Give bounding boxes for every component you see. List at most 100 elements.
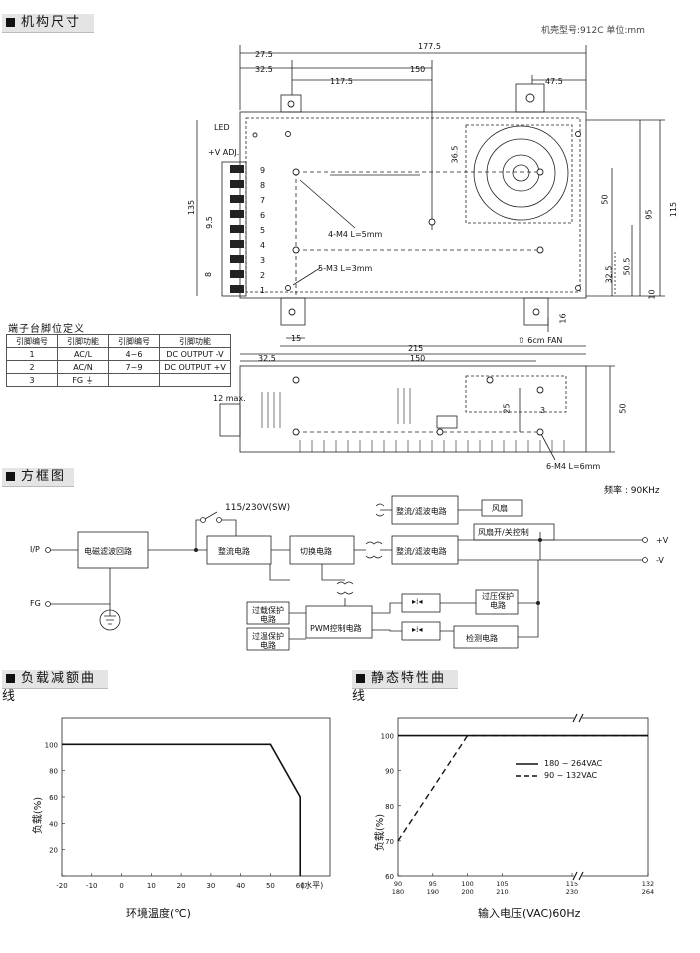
dim-150-side: 150 [410,354,426,363]
x-tick-label: 210 [496,888,508,896]
dim-9-5: 9.5 [204,216,214,229]
dim-36-5: 36.5 [450,145,460,164]
y-tick-label: 20 [49,847,58,855]
dim-25: 25 [502,403,512,414]
x-tick-label: 90 [394,880,402,888]
x-tick-label: -10 [86,882,97,890]
m4b-label: 6-M4 L=6mm [546,462,601,471]
y-tick-label: 80 [49,768,58,776]
dim-32-5-right: 32.5 [604,265,614,284]
plot-frame [61,717,331,877]
block-ovp: 过压保护电路 [482,592,514,610]
section-header-mechanical: 机构尺寸 [2,14,94,33]
block-rect: 整流电路 [218,547,250,556]
dim-27-5: 27.5 [255,50,273,59]
square-bullet-icon [356,674,365,683]
block-switch: 切换电路 [300,547,332,556]
y-tick-label: 60 [385,873,394,881]
derating-xlabel: 环境温度(℃) [126,907,191,920]
dim-177-5: 177.5 [418,42,441,51]
dim-10: 10 [647,289,657,300]
dim-50: 50 [600,194,610,205]
x-tick-label: 20 [177,882,186,890]
dim-15: 15 [291,334,302,343]
dim-95: 95 [644,209,654,220]
section-title: 方框图 [21,469,67,484]
dim-215: 215 [408,344,424,353]
x-tick-label: 105 [496,880,508,888]
block-diagram [45,495,648,651]
x-tick-label: 40 [236,882,245,890]
sw-label: 115/230V(SW) [225,503,291,513]
x-tick-label: 190 [427,888,439,896]
x-tick-label: 10 [147,882,156,890]
frequency-label: 频率 : 90KHz [604,486,660,496]
pin-table-header: 引脚编号 引脚功能 引脚编号 引脚功能 [6,334,231,348]
block-otp: 过温保护电路 [252,632,284,650]
x-tick-label: 60 [296,882,305,890]
derating-line [62,743,302,876]
section-title: 负载减额曲线 [2,671,97,704]
fan-icon [473,125,569,221]
x-tick-label: 230 [566,888,578,896]
dim-8: 8 [204,271,214,278]
dim-47-5: 47.5 [545,77,563,86]
block-fan-ctrl: 风扇开/关控制 [478,528,529,537]
case-side-outline [239,365,587,453]
mechanical-drawing [196,45,665,461]
legend-90-132: 90 ~ 132VAC [544,771,598,780]
plot-frame [397,717,649,877]
m3-label: 5-M3 L=3mm [318,264,373,273]
x-tick-label: 100 [461,880,473,888]
static-xlabel: 输入电压(VAC)60Hz [478,907,581,920]
block-detect: 检测电路 [466,634,498,643]
output-neg: -V [656,556,664,565]
section-header-static: 静态特性曲线 [352,670,458,704]
axis-break-mask [574,870,582,882]
case-info: 机壳型号:912C 单位:mm [541,26,645,36]
y-tick-label: 60 [49,794,58,802]
square-bullet-icon [6,18,15,27]
dim-117-5: 117.5 [330,77,353,86]
optocoupler-icon: ▸⁞◂ [412,625,423,634]
block-rect-filter-1: 整流/滤波电路 [396,507,447,516]
dim-115: 115 [669,201,679,218]
x-tick-label: 132 [642,880,654,888]
x-tick-label: 200 [461,888,473,896]
led-label: LED [214,123,230,132]
y-tick-label: 90 [385,768,394,776]
x-tick-label: 115 [566,880,578,888]
x-tick-label: 30 [206,882,215,890]
y-tick-label: 40 [49,820,58,828]
fg-label: FG [30,599,41,608]
block-fan: 风扇 [492,504,508,513]
dim-16: 16 [558,313,568,324]
x-tick-label: 95 [429,880,437,888]
y-tick-label: 70 [385,838,394,846]
block-pwm: PWM控制电路 [310,624,362,633]
legend-180-264: 180 ~ 264VAC [544,759,603,768]
dim-12max: 12 max. [213,394,246,403]
dim-32-5: 32.5 [255,65,273,74]
y-tick-label: 100 [45,741,58,749]
square-bullet-icon [6,674,15,683]
vadj-label: +V ADJ. [208,148,240,157]
x-tick-label: 180 [392,888,404,896]
y-tick-label: 100 [381,733,394,741]
dim-32-5-side: 32.5 [258,354,276,363]
x-tick-label: 50 [266,882,275,890]
x-tick-label: 264 [642,888,654,896]
x-tick-label: -20 [56,882,67,890]
ip-label: I/P [30,545,40,554]
terminal-block [221,161,247,297]
optocoupler-icon: ▸⁞◂ [412,597,423,606]
pin-table-title: 端子台脚位定义 [8,324,85,335]
square-bullet-icon [6,472,15,481]
y-tick-label: 80 [385,803,394,811]
m4-label: 4-M4 L=5mm [328,230,383,239]
